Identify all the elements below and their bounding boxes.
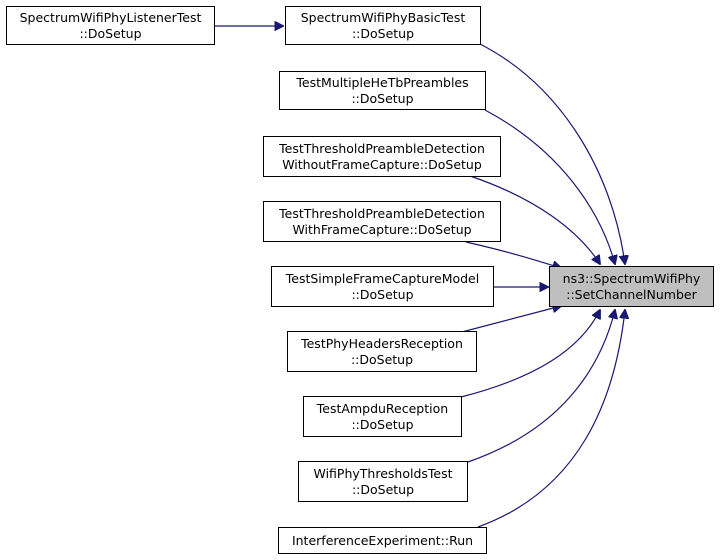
node-test-phy-headers-reception[interactable]: TestPhyHeadersReception ::DoSetup [287,331,477,372]
node-test-threshold-preamble-detection-with-frame-capture[interactable]: TestThresholdPreambleDetection WithFrame… [263,201,501,242]
node-wifi-phy-thresholds-test[interactable]: WifiPhyThresholdsTest ::DoSetup [298,461,468,502]
edge-ampdu-to-target [460,310,600,398]
edge-basic-to-target [479,43,625,264]
node-line-2: ::DoSetup [350,351,414,367]
node-line-1: TestPhyHeadersReception [301,335,463,351]
edge-multiple-he-to-target [484,109,615,264]
node-test-threshold-preamble-detection-without-frame-capture[interactable]: TestThresholdPreambleDetection WithoutFr… [263,136,501,177]
node-line-2: ::DoSetup [351,416,414,432]
node-line-2: ::DoSetup [351,481,415,497]
edge-interference-to-target [477,310,625,528]
node-spectrum-wifi-phy-basic-test[interactable]: SpectrumWifiPhyBasicTest ::DoSetup [285,6,481,45]
node-line-1: InterferenceExperiment::Run [291,532,474,548]
node-line-1: TestThresholdPreambleDetection [279,140,485,156]
node-line-1: TestThresholdPreambleDetection [279,205,485,221]
node-line-2: ::SetChannelNumber [566,286,697,302]
node-line-1: ns3::SpectrumWifiPhy [562,270,701,286]
edge-thresholds-test-to-target [467,310,615,463]
node-line-2: WithoutFrameCapture::DoSetup [282,156,482,172]
node-spectrum-wifi-phy-listener-test[interactable]: SpectrumWifiPhyListenerTest ::DoSetup [6,6,215,45]
node-test-ampdu-reception[interactable]: TestAmpduReception ::DoSetup [303,396,462,437]
edge-phy-headers-to-target [457,306,561,334]
node-line-2: ::DoSetup [351,25,415,41]
node-line-1: SpectrumWifiPhyBasicTest [300,9,466,25]
node-line-2: WithFrameCapture::DoSetup [292,221,472,237]
node-line-1: TestSimpleFrameCaptureModel [285,270,480,286]
node-line-2: ::DoSetup [351,90,414,106]
node-line-1: TestAmpduReception [316,400,449,416]
node-line-1: TestMultipleHeTbPreambles [296,74,469,90]
edge-threshold-with-to-target [465,241,561,268]
node-line-2: ::DoSetup [79,25,142,41]
node-spectrum-wifi-phy-set-channel-number[interactable]: ns3::SpectrumWifiPhy ::SetChannelNumber [549,266,714,307]
node-line-1: WifiPhyThresholdsTest [313,465,453,481]
edge-threshold-without-to-target [469,175,600,264]
node-test-simple-frame-capture-model[interactable]: TestSimpleFrameCaptureModel ::DoSetup [271,266,494,307]
node-interference-experiment-run[interactable]: InterferenceExperiment::Run [278,527,487,554]
node-line-1: SpectrumWifiPhyListenerTest [19,9,202,25]
node-test-multiple-he-tb-preambles[interactable]: TestMultipleHeTbPreambles ::DoSetup [279,71,486,110]
node-line-2: ::DoSetup [351,286,414,302]
